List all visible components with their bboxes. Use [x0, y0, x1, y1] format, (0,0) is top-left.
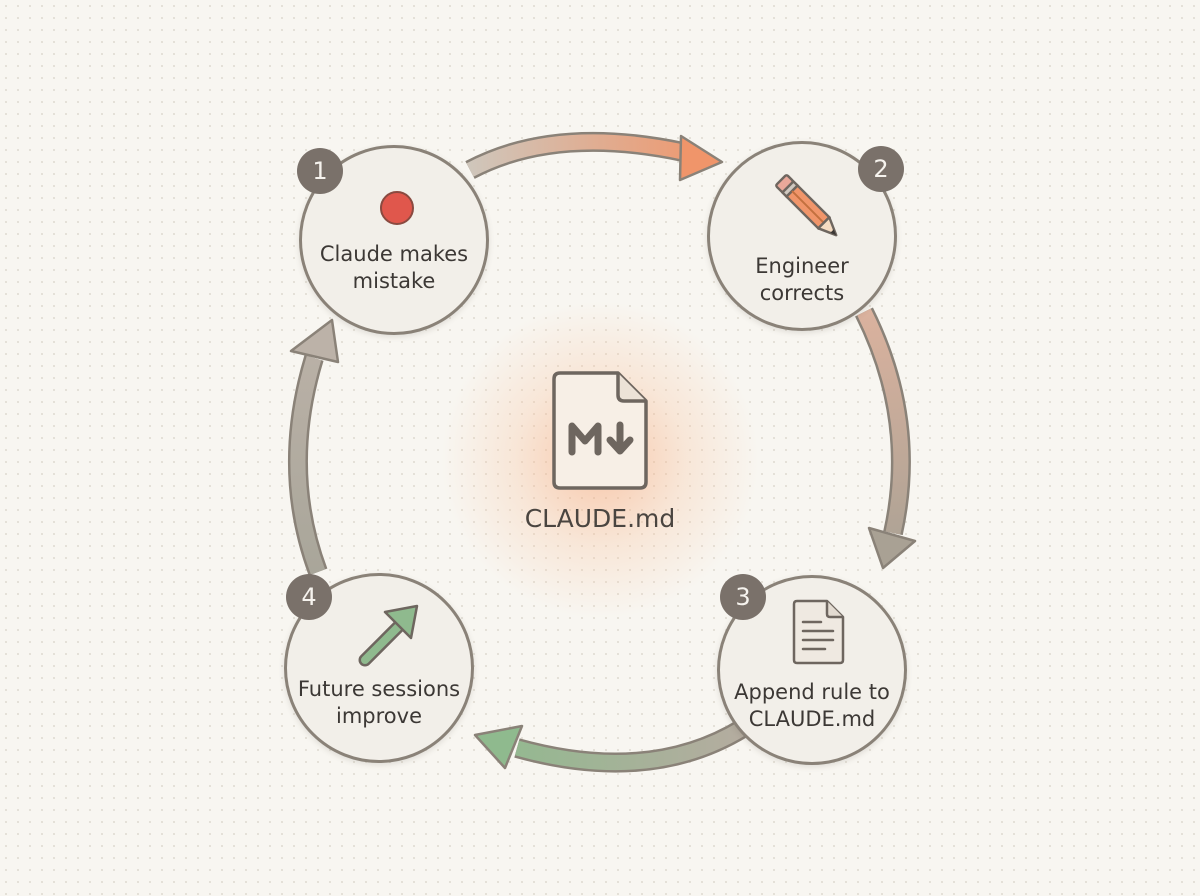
pencil-icon [775, 174, 838, 237]
markdown-file-icon [552, 371, 648, 490]
center-label: CLAUDE.md [524, 504, 676, 533]
step-4-label: Future sessions improve [297, 676, 461, 730]
step-2-node: Engineer corrects [707, 141, 897, 331]
step-3-label-line1: Append rule to [734, 680, 890, 704]
step-4-label-line1: Future sessions [297, 677, 461, 701]
document-icon [792, 599, 845, 665]
step-1-label-line1: Claude makes [319, 242, 469, 266]
step-2-label: Engineer corrects [720, 253, 884, 307]
step-2-label-line2: corrects [759, 281, 845, 305]
step-1-node: Claude makes mistake [299, 145, 489, 335]
arrow-step4-to-step1 [287, 318, 340, 576]
step-3-label-line2: CLAUDE.md [748, 707, 876, 731]
arrow-step3-to-step4 [473, 719, 749, 773]
step-2-label-line1: Engineer [755, 254, 849, 278]
step-4-badge: 4 [286, 574, 332, 620]
step-3-badge: 3 [720, 574, 766, 620]
red-dot-icon [380, 191, 414, 225]
step-2-badge: 2 [858, 146, 904, 192]
step-1-badge: 1 [297, 148, 343, 194]
arrow-up-right-icon [358, 604, 419, 667]
arrow-step2-to-step3 [855, 307, 917, 570]
step-1-label-line2: mistake [352, 269, 436, 293]
arrow-step1-to-step2 [465, 131, 724, 182]
step-1-label: Claude makes mistake [312, 241, 476, 295]
step-4-label-line2: improve [336, 704, 422, 728]
step-3-label: Append rule to CLAUDE.md [730, 679, 894, 733]
